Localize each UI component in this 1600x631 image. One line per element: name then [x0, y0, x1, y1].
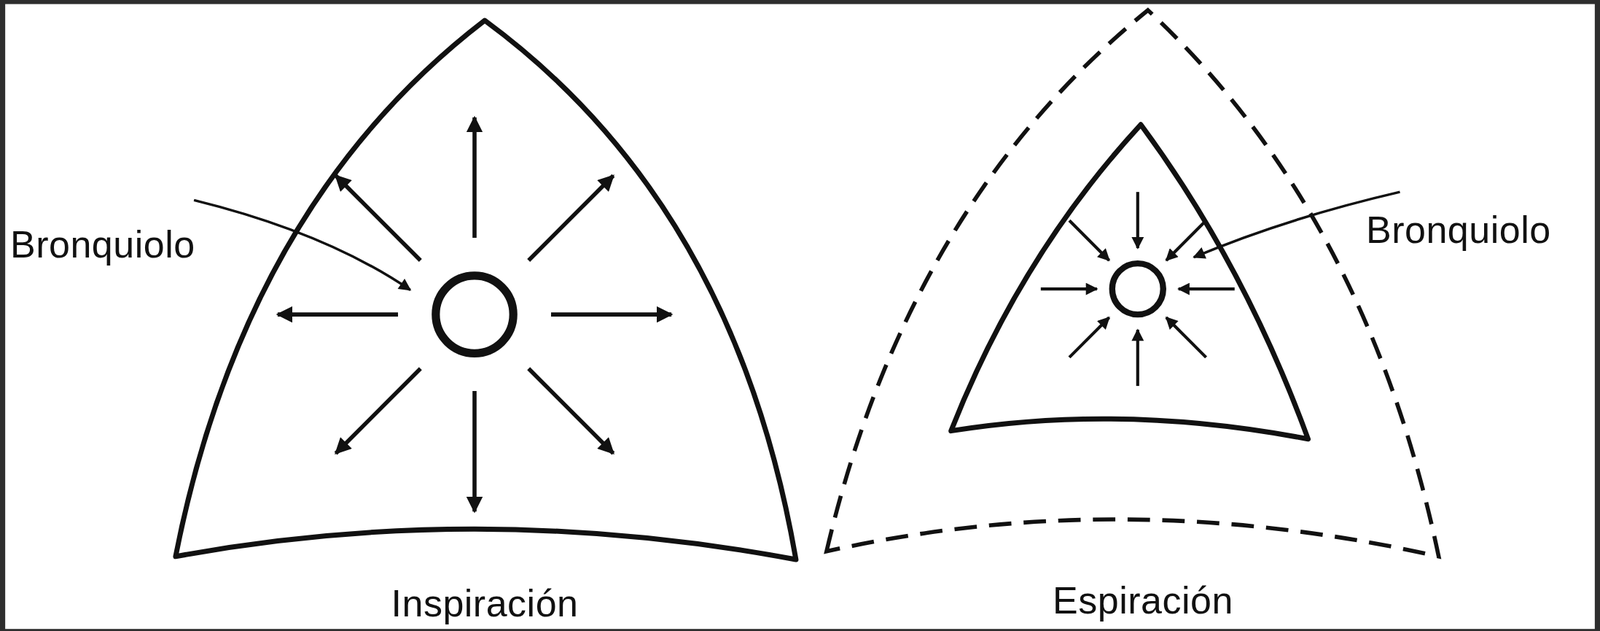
compression-arrows — [1040, 191, 1235, 386]
page-ground — [5, 4, 1595, 630]
expansion-arrows — [277, 117, 672, 511]
part-label: Bronquiolo — [1366, 209, 1552, 251]
lung-outline-dashed — [826, 10, 1439, 557]
phase-caption: Inspiración — [391, 583, 579, 624]
phase-caption: Espiración — [1052, 580, 1234, 621]
part-label: Bronquiolo — [10, 224, 196, 265]
lung-outline — [175, 20, 796, 560]
bronchiole-circle — [1112, 263, 1164, 315]
bronchiole-circle — [435, 275, 514, 353]
leader-line — [193, 199, 411, 290]
lung-outline — [951, 124, 1309, 439]
